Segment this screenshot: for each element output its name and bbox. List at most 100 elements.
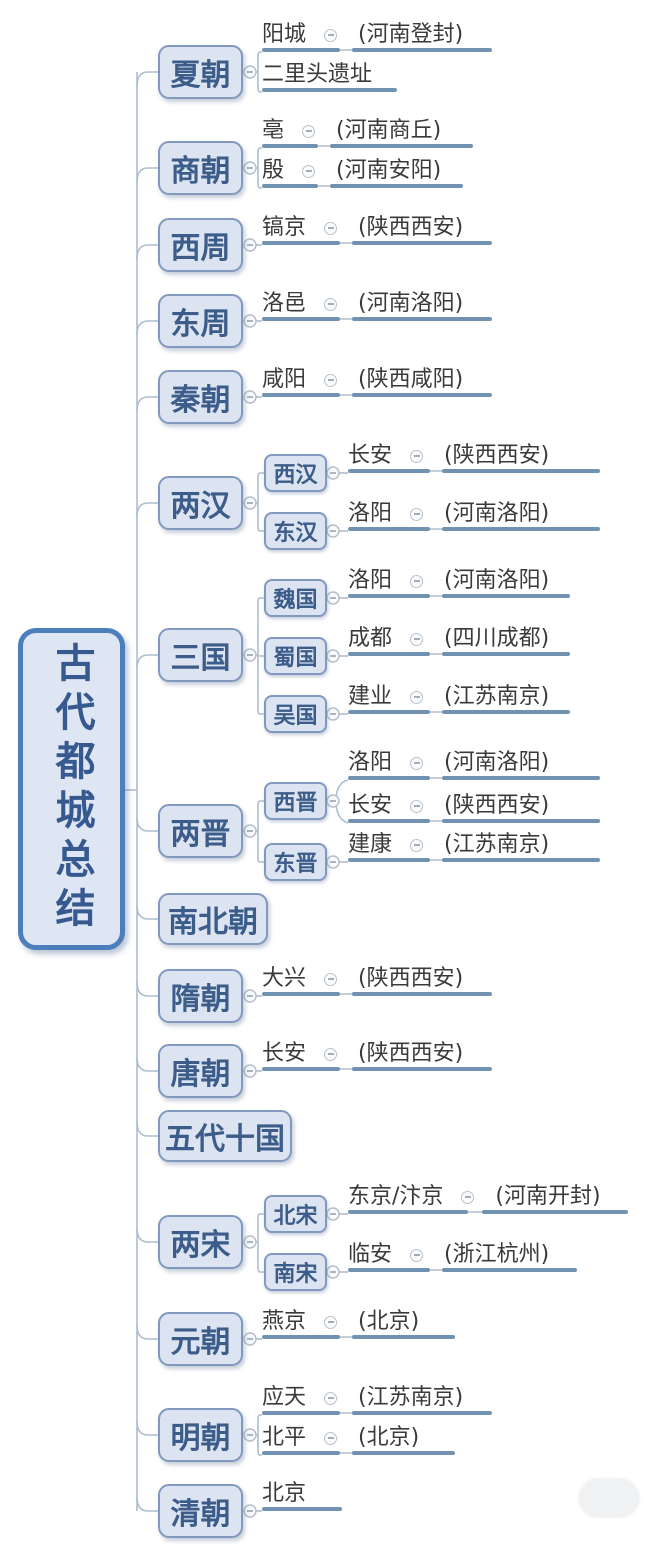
collapse-toggle-icon[interactable] <box>410 574 424 588</box>
capital-node-label[interactable]: 应天 <box>262 1385 307 1410</box>
collapse-toggle-icon[interactable] <box>243 65 257 79</box>
capital-node-label[interactable]: 洛阳 <box>348 750 393 775</box>
collapse-toggle-icon[interactable] <box>243 824 257 838</box>
location-node-label[interactable]: (河南洛阳) <box>444 750 550 775</box>
sub-node-shuguo[interactable]: 蜀国 <box>264 637 327 675</box>
dynasty-node-nanbeichao[interactable]: 南北朝 <box>158 893 268 945</box>
capital-node-label[interactable]: 长安 <box>348 793 393 818</box>
sub-node-weiguo[interactable]: 魏国 <box>264 579 327 617</box>
sub-node-xijin[interactable]: 西晋 <box>264 782 327 820</box>
collapse-toggle-icon[interactable] <box>302 164 316 178</box>
collapse-toggle-icon[interactable] <box>326 524 340 538</box>
collapse-toggle-icon[interactable] <box>243 648 257 662</box>
collapse-toggle-icon[interactable] <box>410 799 424 813</box>
collapse-toggle-icon[interactable] <box>326 794 340 808</box>
collapse-toggle-icon[interactable] <box>324 972 338 986</box>
dynasty-node-shang[interactable]: 商朝 <box>158 141 243 195</box>
collapse-toggle-icon[interactable] <box>326 649 340 663</box>
location-node-label[interactable]: (河南洛阳) <box>444 568 550 593</box>
capital-node-label[interactable]: 建业 <box>348 684 393 709</box>
dynasty-node-ming[interactable]: 明朝 <box>158 1408 243 1462</box>
collapse-toggle-icon[interactable] <box>410 756 424 770</box>
collapse-toggle-icon[interactable] <box>243 1332 257 1346</box>
capital-node-label[interactable]: 燕京 <box>262 1309 307 1334</box>
collapse-toggle-icon[interactable] <box>243 1504 257 1518</box>
dynasty-node-wudaishiguo[interactable]: 五代十国 <box>158 1110 292 1162</box>
collapse-toggle-icon[interactable] <box>243 496 257 510</box>
collapse-toggle-icon[interactable] <box>410 838 424 852</box>
sub-node-beisong[interactable]: 北宋 <box>264 1195 327 1233</box>
location-node-label[interactable]: (河南登封) <box>358 22 464 47</box>
collapse-toggle-icon[interactable] <box>243 989 257 1003</box>
dynasty-node-qing[interactable]: 清朝 <box>158 1484 243 1538</box>
collapse-toggle-icon[interactable] <box>324 221 338 235</box>
capital-node-label[interactable]: 洛阳 <box>348 501 393 526</box>
collapse-toggle-icon[interactable] <box>243 1235 257 1249</box>
collapse-toggle-icon[interactable] <box>324 1047 338 1061</box>
capital-node-label[interactable]: 大兴 <box>262 966 307 991</box>
location-node-label[interactable]: (北京) <box>358 1425 420 1450</box>
capital-node-label[interactable]: 阳城 <box>262 22 307 47</box>
sub-node-nansong[interactable]: 南宋 <box>264 1253 327 1291</box>
capital-node-label[interactable]: 建康 <box>348 832 393 857</box>
location-node-label[interactable]: (江苏南京) <box>444 832 550 857</box>
location-node-label[interactable]: (陕西西安) <box>444 793 550 818</box>
collapse-toggle-icon[interactable] <box>326 1207 340 1221</box>
collapse-toggle-icon[interactable] <box>326 466 340 480</box>
location-node-label[interactable]: (浙江杭州) <box>444 1242 550 1267</box>
collapse-toggle-icon[interactable] <box>324 1431 338 1445</box>
location-node-label[interactable]: (河南商丘) <box>336 118 442 143</box>
collapse-toggle-icon[interactable] <box>324 373 338 387</box>
location-node-label[interactable]: (江苏南京) <box>358 1385 464 1410</box>
capital-node-label[interactable]: 临安 <box>348 1242 393 1267</box>
capital-node-label[interactable]: 成都 <box>348 626 393 651</box>
root-node[interactable]: 古代都城总结 <box>18 628 125 950</box>
location-node-label[interactable]: (陕西西安) <box>444 443 550 468</box>
collapse-toggle-icon[interactable] <box>410 1248 424 1262</box>
collapse-toggle-icon[interactable] <box>410 690 424 704</box>
collapse-toggle-icon[interactable] <box>324 1391 338 1405</box>
collapse-toggle-icon[interactable] <box>410 632 424 646</box>
collapse-toggle-icon[interactable] <box>326 591 340 605</box>
dynasty-node-sui[interactable]: 隋朝 <box>158 969 243 1023</box>
capital-node-label[interactable]: 长安 <box>262 1041 307 1066</box>
capital-node-label[interactable]: 北平 <box>262 1425 307 1450</box>
location-node-label[interactable]: (陕西西安) <box>358 215 464 240</box>
location-node-label[interactable]: (陕西西安) <box>358 1041 464 1066</box>
capital-node-label[interactable]: 洛邑 <box>262 291 307 316</box>
collapse-toggle-icon[interactable] <box>243 1064 257 1078</box>
collapse-toggle-icon[interactable] <box>243 161 257 175</box>
capital-node-label[interactable]: 殷 <box>262 158 285 183</box>
capital-node-label[interactable]: 洛阳 <box>348 568 393 593</box>
dynasty-node-xia[interactable]: 夏朝 <box>158 45 243 99</box>
dynasty-node-yuan[interactable]: 元朝 <box>158 1312 243 1366</box>
sub-node-donghan[interactable]: 东汉 <box>264 512 327 550</box>
collapse-toggle-icon[interactable] <box>410 507 424 521</box>
capital-node-label[interactable]: 长安 <box>348 443 393 468</box>
collapse-toggle-icon[interactable] <box>243 314 257 328</box>
location-node-label[interactable]: (河南洛阳) <box>444 501 550 526</box>
collapse-toggle-icon[interactable] <box>324 297 338 311</box>
dynasty-node-liangsong[interactable]: 两宋 <box>158 1215 243 1269</box>
collapse-toggle-icon[interactable] <box>302 124 316 138</box>
location-node-label[interactable]: (江苏南京) <box>444 684 550 709</box>
location-node-label[interactable]: (河南洛阳) <box>358 291 464 316</box>
collapse-toggle-icon[interactable] <box>326 1265 340 1279</box>
capital-node-label[interactable]: 北京 <box>262 1481 307 1506</box>
capital-node-label[interactable]: 亳 <box>262 118 285 143</box>
location-node-label[interactable]: (陕西咸阳) <box>358 367 464 392</box>
dynasty-node-lianghan[interactable]: 两汉 <box>158 476 243 530</box>
collapse-toggle-icon[interactable] <box>461 1190 475 1204</box>
location-node-label[interactable]: (河南安阳) <box>336 158 442 183</box>
capital-node-label[interactable]: 二里头遗址 <box>262 62 373 87</box>
collapse-toggle-icon[interactable] <box>243 390 257 404</box>
location-node-label[interactable]: (北京) <box>358 1309 420 1334</box>
dynasty-node-liangjin[interactable]: 两晋 <box>158 804 243 858</box>
dynasty-node-qin[interactable]: 秦朝 <box>158 370 243 424</box>
capital-node-label[interactable]: 咸阳 <box>262 367 307 392</box>
collapse-toggle-icon[interactable] <box>324 1315 338 1329</box>
collapse-toggle-icon[interactable] <box>243 238 257 252</box>
dynasty-node-tang[interactable]: 唐朝 <box>158 1044 243 1098</box>
collapse-toggle-icon[interactable] <box>243 1428 257 1442</box>
collapse-toggle-icon[interactable] <box>324 28 338 42</box>
